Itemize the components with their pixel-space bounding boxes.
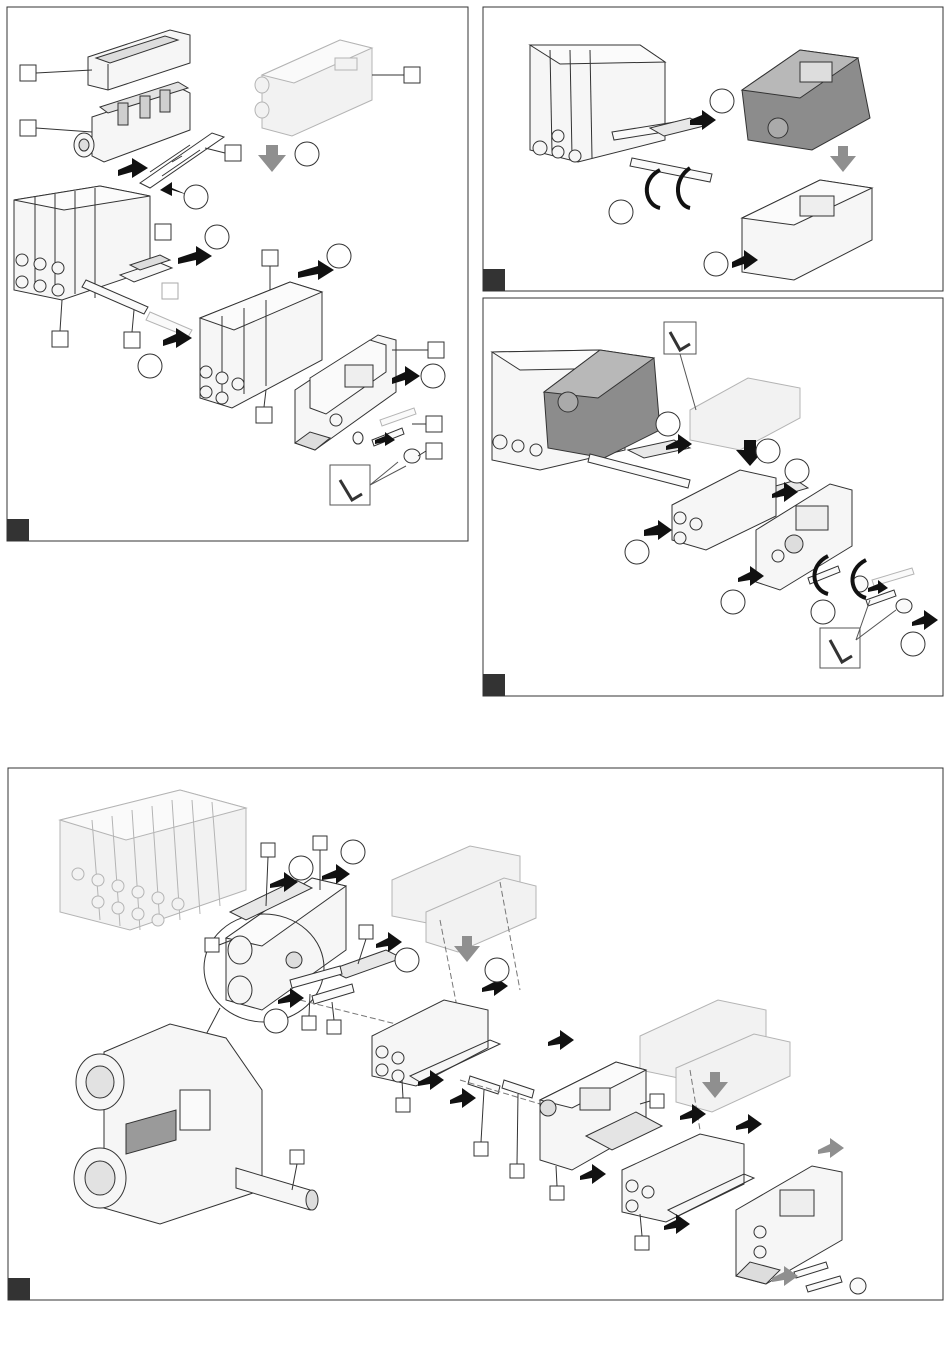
valve-subbase-4b: [622, 1134, 754, 1222]
valve-module-faded-3: [690, 378, 800, 450]
panel-4-corner-tab: [8, 1278, 30, 1300]
panel-1-exploded-valve-terminal: [7, 7, 468, 541]
valve-modules-faded-4: [392, 846, 790, 1112]
panel-1-corner-tab: [7, 519, 29, 541]
valve-terminal-stack: [530, 45, 665, 162]
supply-module-4: [540, 1062, 662, 1170]
hex-key-icon: [664, 322, 696, 410]
push-arrow-grey: [830, 146, 856, 172]
push-arrow-grey: [258, 145, 286, 172]
valve-module-faded: [255, 40, 372, 136]
detail-enlarged-fittings: [74, 1024, 318, 1224]
panel-3-module-exchange: [483, 298, 943, 696]
panel-4-full-exploded-view: [8, 768, 943, 1300]
cover-plate: [88, 30, 190, 90]
end-plate-module: [74, 82, 190, 162]
panel-2-corner-tab: [483, 269, 505, 291]
hex-key-icon: [330, 462, 406, 505]
panel-2-electrical-module-swap: [483, 7, 943, 291]
screw-set-4: [794, 1262, 866, 1294]
electronic-module-dark: [742, 50, 870, 150]
tie-rods-3: [588, 454, 690, 488]
valve-terminal-faded: [60, 790, 246, 930]
valve-subbase-4a: [372, 1000, 500, 1086]
valve-terminal-left: [14, 186, 150, 300]
panel-3-corner-tab: [483, 674, 505, 696]
base-module: [742, 180, 872, 280]
